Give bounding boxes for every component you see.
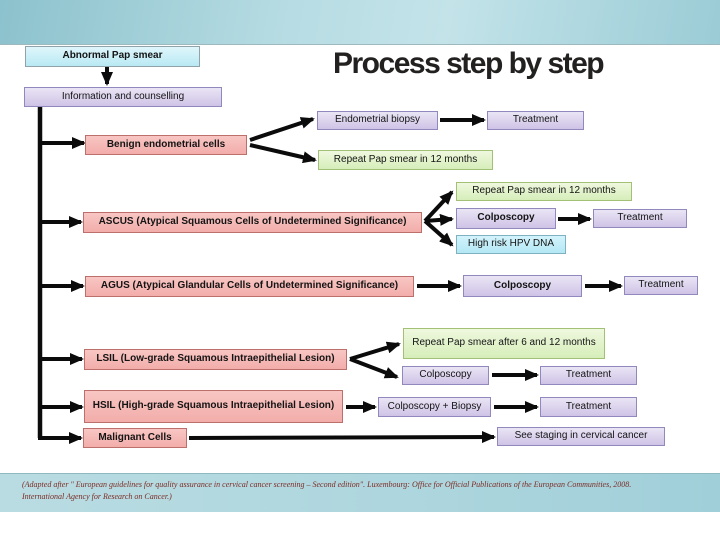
citation-line-2: International Agency for Research on Can…: [22, 491, 172, 501]
node-repeat-pap-12-benign: Repeat Pap smear in 12 months: [318, 150, 493, 170]
node-abnormal-pap-smear: Abnormal Pap smear: [25, 46, 200, 67]
node-malignant-cells: Malignant Cells: [83, 428, 187, 448]
node-colposcopy-agus: Colposcopy: [463, 275, 582, 297]
arrow-benign-to-biopsy: [249, 117, 315, 142]
node-treatment-endometrial: Treatment: [487, 111, 584, 130]
node-see-staging: See staging in cervical cancer: [497, 427, 665, 446]
arrow-ascus-to-hpv: [423, 219, 454, 247]
node-endometrial-biopsy: Endometrial biopsy: [317, 111, 438, 130]
node-ascus: ASCUS (Atypical Squamous Cells of Undete…: [83, 212, 422, 233]
arrow-ascus-to-repeat12: [423, 190, 454, 223]
node-treatment-ascus: Treatment: [593, 209, 687, 228]
node-information-counselling: Information and counselling: [24, 87, 222, 107]
citation-line-1: (Adapted after " European guidelines for…: [22, 480, 632, 489]
node-lsil: LSIL (Low-grade Squamous Intraepithelial…: [84, 349, 347, 370]
arrow-benign-to-repeat12: [249, 143, 317, 164]
node-repeat-pap-12-ascus: Repeat Pap smear in 12 months: [456, 182, 632, 201]
node-treatment-agus: Treatment: [624, 276, 698, 295]
node-treatment-hsil: Treatment: [540, 397, 637, 417]
arrow-lsil-to-repeat612: [349, 341, 401, 361]
footer-band: [0, 473, 720, 512]
node-repeat-pap-6-12: Repeat Pap smear after 6 and 12 months: [403, 328, 605, 359]
arrow-ascus-to-colposcopy: [424, 213, 454, 226]
node-colposcopy-biopsy: Colposcopy + Biopsy: [378, 397, 491, 417]
node-colposcopy-lsil: Colposcopy: [402, 366, 489, 385]
arrow-malignant-to-staging: [188, 431, 496, 444]
citation: (Adapted after " European guidelines for…: [22, 479, 712, 502]
arrow-lsil-to-colposcopy: [349, 357, 399, 379]
node-agus: AGUS (Atypical Glandular Cells of Undete…: [85, 276, 414, 297]
node-colposcopy-ascus: Colposcopy: [456, 208, 556, 229]
node-high-risk-hpv-dna: High risk HPV DNA: [456, 235, 566, 254]
node-benign-endometrial-cells: Benign endometrial cells: [85, 135, 247, 155]
page-title: Process step by step: [333, 47, 605, 80]
node-treatment-lsil: Treatment: [540, 366, 637, 385]
top-banner: [0, 0, 720, 45]
node-hsil: HSIL (High-grade Squamous Intraepithelia…: [84, 390, 343, 423]
